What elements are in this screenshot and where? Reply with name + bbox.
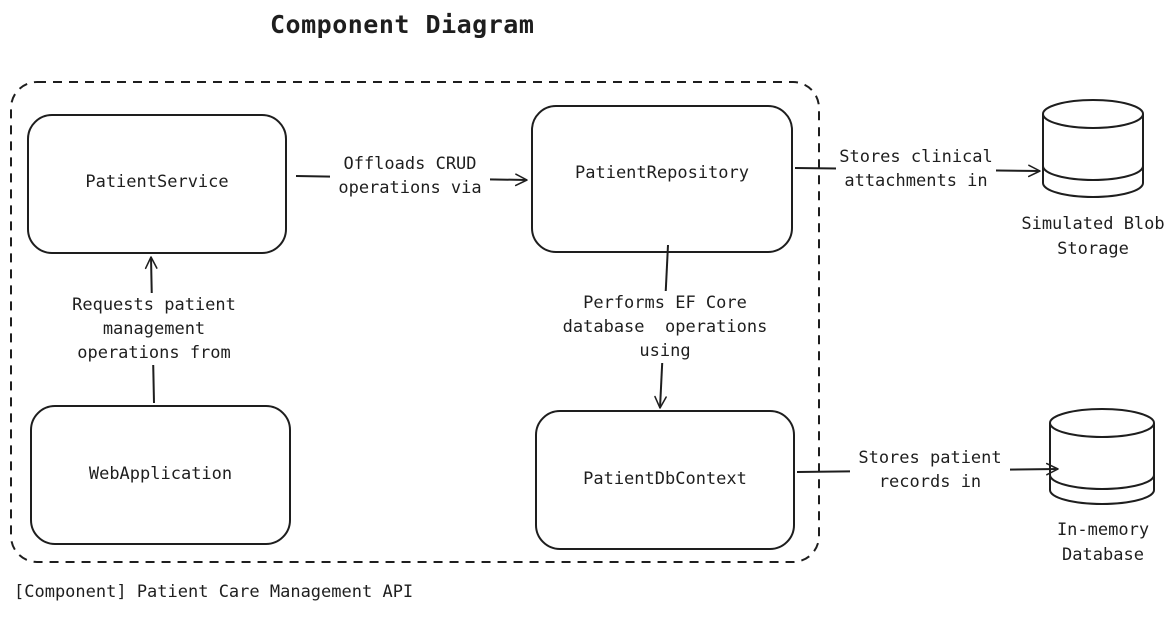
patient-service-label: PatientService (85, 172, 229, 192)
edge-label-line: Offloads CRUD (343, 154, 477, 174)
edge-label-repository-to-dbcontext: Performs EF Core database operations usi… (555, 291, 775, 363)
boundary-label: [Component] Patient Care Management API (14, 582, 414, 602)
edge-label-line: database operations (562, 317, 768, 337)
patient-db-context-label: PatientDbContext (583, 469, 747, 489)
patient-service-box[interactable] (27, 114, 287, 254)
edge-label-service-to-repository: Offloads CRUD operations via (330, 152, 490, 200)
web-application-label: WebApplication (88, 464, 233, 484)
edge-label-line: using (639, 341, 691, 361)
edge-label-line: Requests patient (72, 295, 236, 315)
edge-label-line: Stores clinical (839, 147, 993, 167)
store-label-line: Database (1062, 545, 1144, 565)
in-memory-database-label: In-memory Database (1030, 518, 1176, 568)
edge-label-line: attachments in (844, 171, 988, 191)
edge-label-webapp-to-service: Requests patient management operations f… (58, 293, 250, 365)
edge-label-repository-to-blob: Stores clinical attachments in (836, 145, 996, 193)
edge-label-line: Stores patient (858, 448, 1002, 468)
patient-db-context-box[interactable] (535, 410, 795, 550)
edge-label-line: operations from (77, 343, 231, 363)
store-label-line: In-memory (1056, 520, 1150, 540)
store-label-line: Storage (1057, 239, 1129, 259)
edge-label-line: management (102, 319, 206, 339)
diagram-title: Component Diagram (270, 10, 535, 39)
store-label-line: Simulated Blob (1021, 214, 1165, 234)
edge-label-line: records in (878, 472, 982, 492)
blob-storage-cylinder-icon (1042, 99, 1144, 198)
patient-repository-label: PatientRepository (575, 163, 749, 183)
patient-repository-box[interactable] (531, 105, 793, 253)
web-application-box[interactable] (30, 405, 291, 545)
in-memory-database-cylinder-icon (1049, 408, 1155, 505)
system-boundary (10, 81, 820, 563)
blob-storage-label: Simulated Blob Storage (1010, 212, 1176, 262)
edge-label-dbcontext-to-memory: Stores patient records in (850, 446, 1010, 494)
edge-label-line: Performs EF Core (583, 293, 747, 313)
edge-label-line: operations via (338, 178, 482, 198)
